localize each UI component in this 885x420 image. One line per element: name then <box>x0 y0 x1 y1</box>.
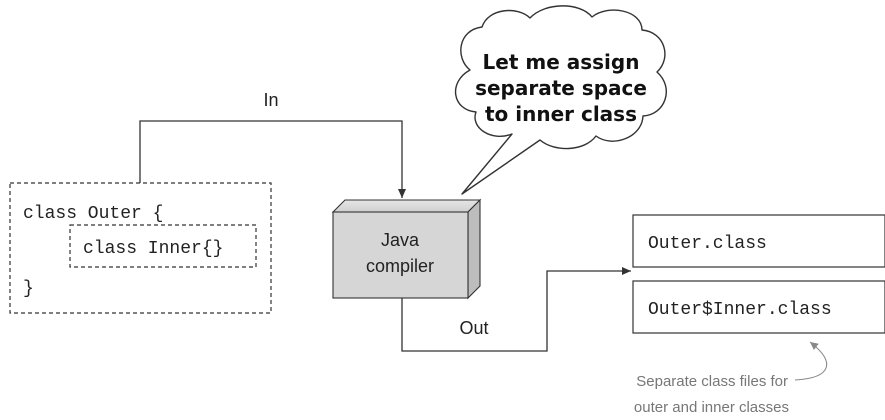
compiler-label-line2: compiler <box>366 256 434 276</box>
annotation-line1: Separate class files for <box>636 373 788 390</box>
speech-bubble: Let me assign separate space to inner cl… <box>454 5 667 195</box>
source-code-box: class Outer { class Inner{} } <box>9 182 272 314</box>
output-file-outer: Outer.class <box>632 214 885 268</box>
source-line-close: } <box>23 279 34 299</box>
java-compiler-box: Java compiler <box>331 198 482 300</box>
in-arrow <box>139 120 406 198</box>
output-file-inner-label: Outer$Inner.class <box>648 300 832 320</box>
bubble-line2: separate space <box>475 76 647 100</box>
annotation-line2: outer and inner classes <box>634 399 789 416</box>
bubble-line3: to inner class <box>485 102 637 126</box>
source-line-outer: class Outer { <box>23 204 163 224</box>
output-file-inner: Outer$Inner.class <box>632 280 885 334</box>
source-line-inner: class Inner{} <box>83 239 223 259</box>
out-arrow <box>401 267 631 352</box>
in-label: In <box>263 90 278 110</box>
annotation-arrow <box>794 341 828 381</box>
inner-class-box <box>69 224 257 268</box>
bubble-line1: Let me assign <box>483 50 640 74</box>
output-file-outer-label: Outer.class <box>648 234 767 254</box>
compiler-label-line1: Java <box>381 230 420 250</box>
out-label: Out <box>459 318 488 338</box>
